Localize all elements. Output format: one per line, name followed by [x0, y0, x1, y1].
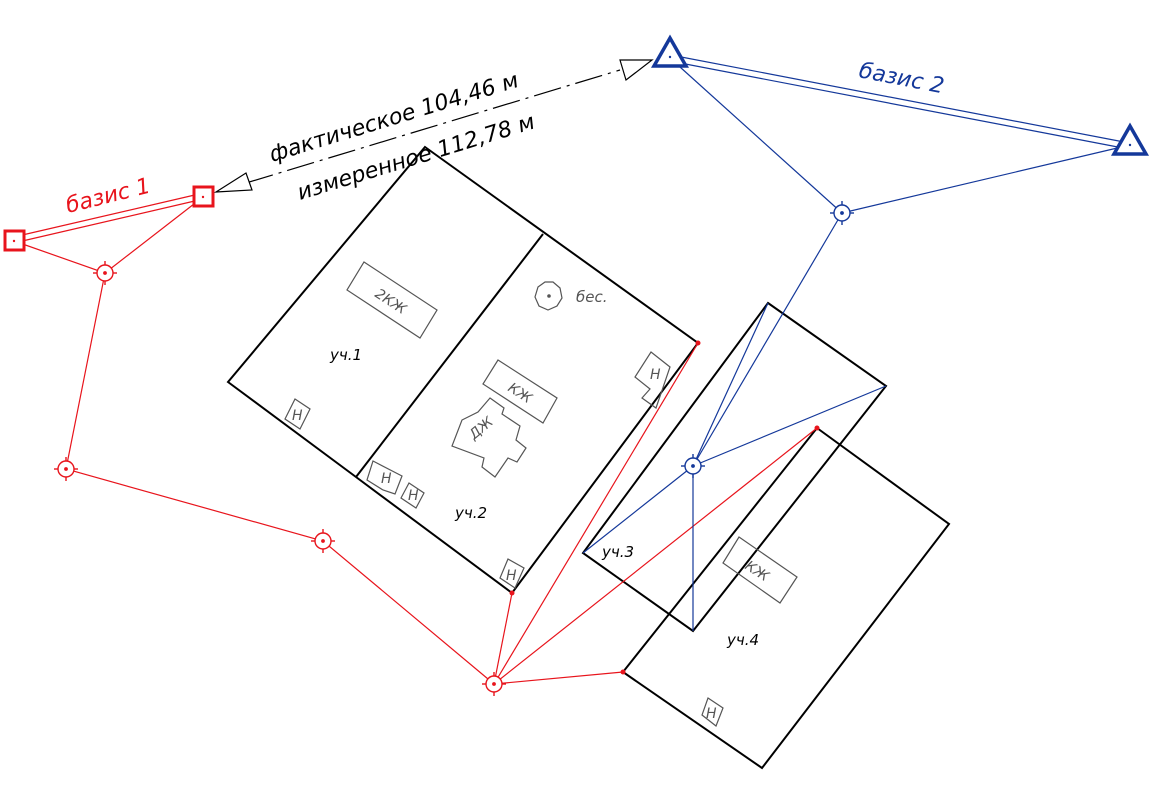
basis1-line-a	[17, 193, 200, 237]
red-traverse-line	[13, 240, 495, 685]
corner-dot	[814, 425, 820, 431]
blue-line	[669, 57, 843, 214]
building-n-label: Н	[381, 471, 392, 487]
building-n-label: Н	[292, 408, 303, 424]
traverse-station-icon	[93, 261, 117, 285]
traverse-station-icon	[830, 201, 854, 225]
triangle-marker-icon	[650, 34, 690, 68]
parcel-1-2-divider	[355, 233, 544, 478]
blue-ray	[692, 302, 769, 467]
corner-dot	[620, 669, 626, 675]
basis2-line-a	[675, 55, 1125, 143]
building-n-p2-b	[400, 482, 425, 509]
building-n-label: Н	[650, 367, 661, 383]
red-ray-1	[493, 592, 513, 685]
red-stations	[54, 261, 506, 696]
basis2-markers	[650, 34, 1150, 156]
parcel-4-outline	[621, 426, 951, 770]
gazebo-center-dot	[547, 294, 551, 298]
corner-dot	[695, 340, 701, 346]
corner-dot	[509, 590, 515, 596]
open-arrowhead-icon	[213, 172, 253, 193]
blue-stations	[681, 201, 854, 478]
blue-line	[841, 144, 1131, 214]
triangle-marker-icon	[1110, 122, 1150, 156]
plot-label-1: уч.1	[329, 346, 362, 364]
building-n-p1	[284, 398, 311, 430]
building-n-p2-a	[366, 460, 403, 495]
red-ray-2	[493, 342, 699, 685]
basis1-label: базис 1	[63, 174, 153, 219]
parcel-1-2-outline	[226, 145, 700, 595]
building-kzh-p2-label: КЖ	[505, 380, 535, 408]
building-n-p2-d	[634, 351, 671, 409]
building-n-label: Н	[408, 488, 419, 504]
buildings	[284, 261, 798, 727]
traverse-station-icon	[482, 672, 506, 696]
building-n-p4	[701, 697, 724, 727]
parcel-3-outline	[581, 301, 888, 633]
basis1-line-b	[17, 199, 200, 243]
red-corner-dots	[509, 340, 820, 675]
blue-traverse	[582, 55, 1131, 631]
plot-label-4: уч.4	[726, 631, 759, 649]
blue-ray	[692, 385, 887, 467]
building-n-label: Н	[506, 568, 517, 584]
building-n-p2-c	[499, 558, 525, 589]
basis2-line-b	[674, 61, 1124, 149]
dimension-line	[213, 59, 654, 193]
gazebo-outline	[534, 281, 563, 311]
building-n-label: Н	[706, 706, 717, 722]
blue-line	[692, 212, 843, 467]
marker-dot	[668, 55, 672, 59]
red-traverse-tie-1	[104, 196, 204, 274]
open-arrowhead-icon	[619, 59, 654, 82]
building-2kzh-label: 2КЖ	[372, 286, 410, 318]
red-ray-3	[493, 427, 818, 685]
building-dzh-outline	[451, 397, 527, 478]
traverse-station-icon	[311, 529, 335, 553]
building-2kzh-outline	[346, 261, 438, 339]
traverse-station-icon	[54, 457, 78, 481]
plot-label-2: уч.2	[454, 504, 487, 522]
red-traverse	[13, 193, 818, 685]
building-kzh-p2-outline	[482, 359, 558, 424]
red-ray-4	[493, 671, 624, 685]
building-kzh-p4-outline	[722, 536, 798, 604]
building-dzh-label: ДЖ	[466, 413, 498, 443]
traverse-station-icon	[681, 454, 705, 478]
n-labels: Н Н Н Н Н Н	[292, 367, 717, 722]
marker-dot	[1128, 143, 1132, 147]
marker-dot	[201, 195, 205, 199]
dimension-dash-line	[245, 69, 621, 184]
plot-label-3: уч.3	[601, 543, 634, 561]
marker-dot	[12, 239, 16, 243]
blue-ray	[582, 465, 694, 554]
gazebo-label: бес.	[576, 288, 608, 306]
